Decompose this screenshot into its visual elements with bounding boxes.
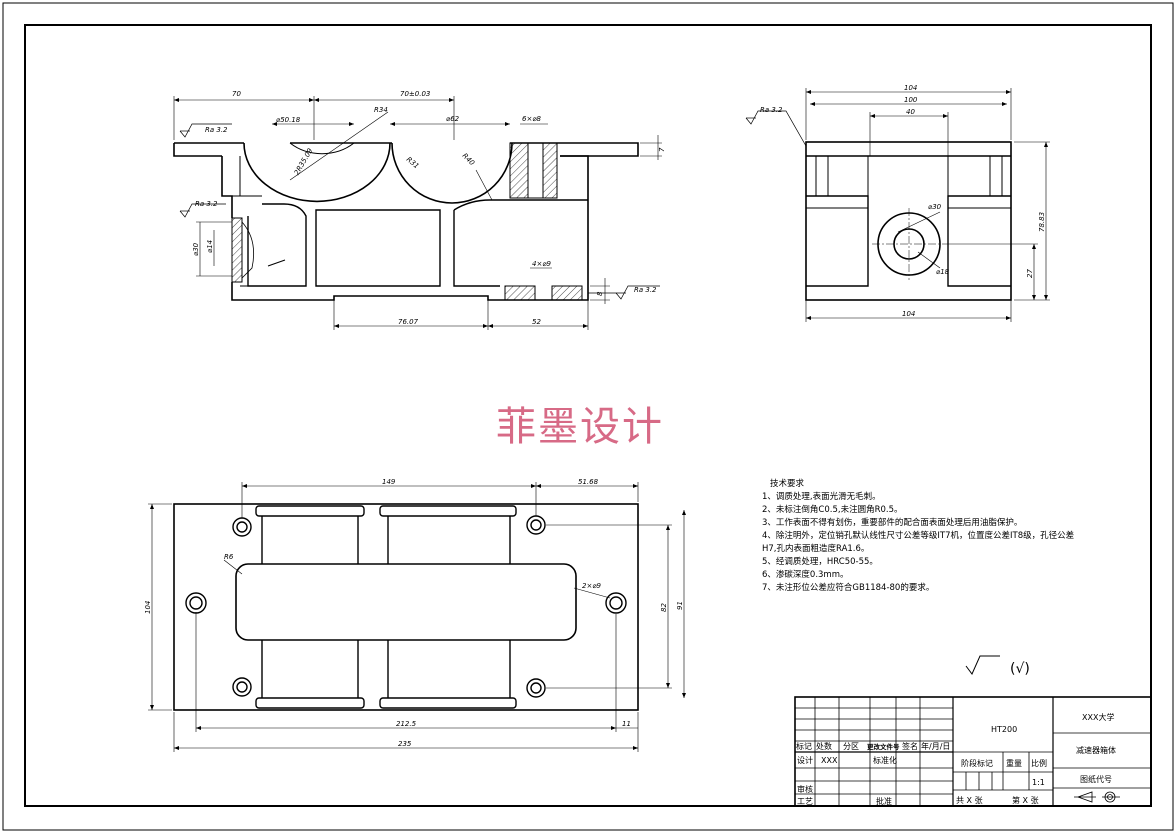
technical-requirements: 技术要求 1、调质处理,表面光滑无毛刺。 2、未标注倒角C0.5,未注圆角R0.… [762,478,1074,593]
tb-sign: 签名 [902,741,918,751]
tb-review: 审核 [797,784,813,794]
tb-sheet: 第 X 张 [1012,795,1039,805]
dim-78-83: 78.83 [1038,212,1046,232]
title-block-labels: 标记 处数 分区 更改文件号 签名 年/月/日 设计 XXX 标准化 审核 工艺… [796,712,1116,806]
tb-weight: 重量 [1006,758,1022,768]
roughness-mid-left: Ra 3.2 [195,200,218,208]
dim-70-tolerance: 70±0.03 [400,90,430,98]
dim-76-07: 76.07 [398,318,419,326]
tech-item-4-cont: H7,孔内表面粗造度RA1.6。 [762,543,869,554]
dim-40: 40 [906,108,915,116]
roughness-side: Ra 3.2 [760,106,783,114]
general-roughness-text: (√) [1010,661,1030,677]
tb-part-name: 减速器箱体 [1076,745,1116,755]
tech-item-7: 7、未注形位公差应符合GB1184-80的要求。 [762,582,934,593]
dim-7: 7 [658,147,666,152]
dim-r34: R34 [374,106,388,114]
dim-212-5: 212.5 [396,720,417,728]
dim-149: 149 [382,478,396,486]
tech-item-3: 3、工作表面不得有划伤，重要部件的配合面表面处理后用油脂保护。 [762,517,1022,528]
tech-title: 技术要求 [770,478,805,489]
tb-stage: 阶段标记 [961,758,993,768]
top-view [148,482,686,752]
tb-date: 年/月/日 [921,741,950,751]
tb-approve: 批准 [876,796,892,806]
dim-91: 91 [676,601,684,610]
roughness-bottom-right: Ra 3.2 [634,286,657,294]
tb-count: 处数 [816,741,832,751]
dim-r31: R31 [405,155,421,170]
tb-scale-value: 1:1 [1032,778,1045,787]
watermark: 菲墨设计 [496,404,664,450]
dim-phi30-side: ⌀30 [928,203,942,211]
front-view-labels: 70 70±0.03 ⌀50.18 R34 2R35.09 ⌀62 R31 R4… [192,90,666,326]
dim-holes-bottom: 4×⌀9 [532,260,552,268]
side-view [745,88,1050,322]
tb-standard: 标准化 [873,755,897,765]
dim-r40: R40 [461,152,477,168]
front-view [173,96,662,330]
dim-100: 100 [904,96,918,104]
dim-holes-top-view: 2×⌀9 [582,582,602,590]
dim-104-vertical: 104 [144,601,152,614]
dim-phi50: ⌀50.18 [276,116,301,124]
dim-phi62: ⌀62 [446,115,460,123]
title-block [794,696,1152,807]
dim-104-top: 104 [904,84,917,92]
tech-item-5: 5、经调质处理，HRC50-55。 [762,556,878,567]
dim-phi18: ⌀18 [936,268,950,276]
dim-51-68: 51.68 [578,478,599,486]
dim-104-bottom: 104 [902,310,915,318]
dim-52: 52 [532,318,541,326]
inner-frame [24,24,1152,807]
tech-item-6: 6、渗碳深度0.3mm。 [762,569,849,580]
roughness-top-left: Ra 3.2 [205,126,228,134]
tb-scale: 比例 [1031,758,1047,768]
tb-total: 共 X 张 [956,796,983,805]
tb-material: HT200 [991,725,1017,734]
tb-zone: 分区 [843,742,859,751]
tb-designer: XXX [821,756,838,765]
tb-process: 工艺 [797,797,813,806]
general-roughness [965,655,1000,675]
dim-8: 8 [596,291,604,296]
tech-item-1: 1、调质处理,表面光滑无毛刺。 [762,491,881,502]
tb-change-doc: 更改文件号 [867,742,900,751]
dim-11: 11 [622,720,631,728]
side-view-labels: 104 100 40 ⌀30 ⌀18 78.83 27 104 Ra 3.2 [760,84,1046,318]
dim-82: 82 [660,603,668,612]
tech-item-4: 4、除注明外，定位销孔默认线性尺寸公差等级IT7机，位置度公差IT8级，孔径公差 [762,530,1074,541]
dim-phi14: ⌀14 [206,240,214,253]
tb-university: XXX大学 [1082,712,1114,722]
dim-27: 27 [1026,269,1034,278]
tech-item-2: 2、未标注倒角C0.5,未注圆角R0.5。 [762,504,903,515]
tb-mark: 标记 [796,741,812,751]
dim-r6: R6 [224,553,234,561]
tb-design: 设计 [797,755,813,765]
dim-70: 70 [232,90,241,98]
dim-holes-top: 6×⌀8 [522,115,542,123]
tb-drawing-code: 图纸代号 [1080,774,1112,784]
dim-phi30-left: ⌀30 [192,242,200,256]
dim-235: 235 [398,740,412,748]
top-view-labels: 149 51.68 R6 2×⌀9 104 82 91 212.5 11 235 [144,478,684,748]
